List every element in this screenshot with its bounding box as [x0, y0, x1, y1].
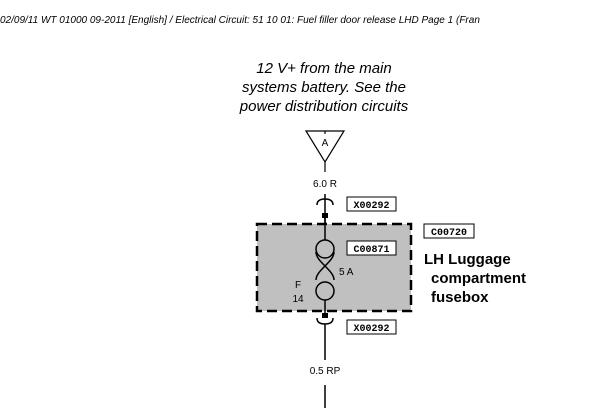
connector-code-lower: X00292	[353, 324, 389, 335]
power-note-line-1: 12 V+ from the main	[256, 60, 391, 77]
fusebox-name-line-1: LH Luggage	[424, 251, 511, 268]
fuse-element-icon	[315, 251, 335, 281]
fuse-connector-code: C00871	[353, 245, 389, 256]
upper-connector-icon	[316, 198, 334, 206]
fuse-upper-circle-icon	[315, 239, 335, 259]
fusebox-outline	[255, 222, 413, 313]
fuse-letter: F	[295, 280, 301, 291]
fuse-rating: 5 A	[339, 267, 354, 278]
power-note-line-2: systems battery. See the	[242, 79, 406, 96]
power-note-line-3: power distribution circuits	[239, 98, 409, 115]
connector-code-box-upper	[346, 196, 397, 212]
connector-reference-label: A	[322, 138, 329, 149]
fuse-lower-circle-icon	[315, 281, 335, 301]
fuse-number: 14	[292, 294, 304, 305]
fusebox-code: C00720	[431, 228, 467, 239]
page-header: 02/09/11 WT 01000 09-2011 [English] / El…	[0, 15, 480, 26]
fusebox-code-box	[423, 223, 475, 239]
wire-label-bottom: 0.5 RP	[310, 366, 341, 377]
lower-connector-icon	[316, 317, 334, 325]
wire-label-top: 6.0 R	[313, 179, 337, 190]
fuse-code-box	[346, 240, 397, 256]
fusebox-name-line-3: fusebox	[431, 289, 489, 306]
connector-code-box-lower	[346, 319, 397, 335]
connector-code-upper: X00292	[353, 201, 389, 212]
fusebox-name-line-2: compartment	[431, 270, 526, 287]
